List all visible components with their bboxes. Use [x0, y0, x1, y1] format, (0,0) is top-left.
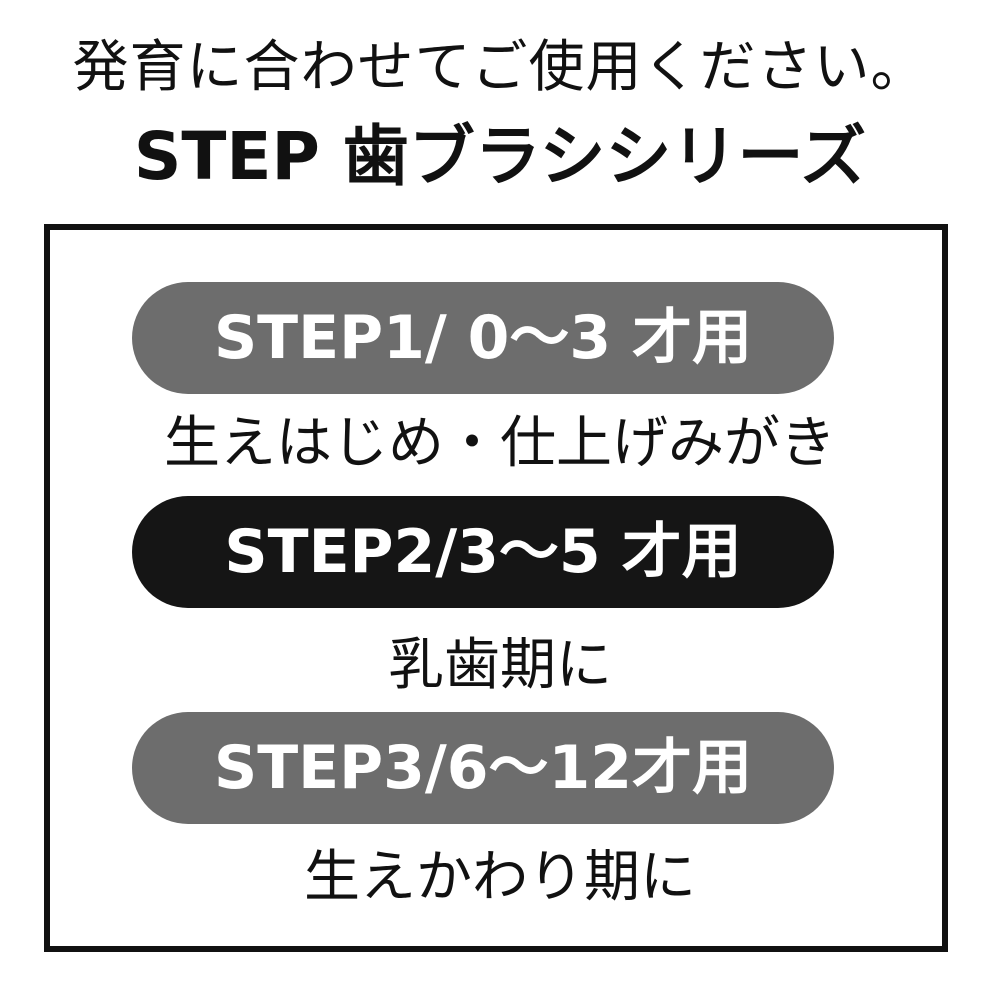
step1-description: 生えはじめ・仕上げみがき [164, 411, 836, 476]
step1-badge: STEP1/ 0～3 才用 [132, 282, 834, 394]
subtitle-usage-note: 発育に合わせてご使用ください。 [72, 35, 928, 100]
step3-badge: STEP3/6～12才用 [132, 712, 834, 824]
steps-frame [44, 224, 948, 952]
step2-badge: STEP2/3～5 才用 [132, 496, 834, 608]
step3-description: 生えかわり期に [304, 845, 696, 910]
step2-description: 乳歯期に [388, 633, 612, 698]
series-title: STEP 歯ブラシシリーズ [133, 118, 867, 195]
